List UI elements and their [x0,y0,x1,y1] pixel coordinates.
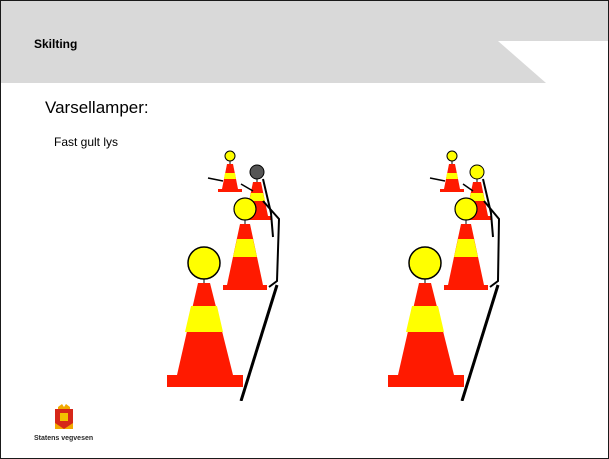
cone-large-right [388,277,464,387]
header-bar: Skilting [1,1,608,83]
lamp-off [250,165,264,179]
cone-small-back-right [440,159,464,192]
cone-group-right [388,151,499,401]
lamp-middle-right [455,198,477,220]
cone-large [167,277,243,387]
lamp-large [188,247,220,279]
cone-small-back [218,159,242,192]
lamp-small-back-right [447,151,457,161]
section-title: Skilting [34,37,77,51]
cone-group-left [167,151,279,401]
logo-text: Statens vegvesen [34,435,93,442]
lamp-on-right [470,165,484,179]
slide-heading: Varsellamper: [45,98,149,118]
lamp-large-right [409,247,441,279]
header-tab-shape [1,1,608,83]
lamp-small-back [225,151,235,161]
cone-middle [223,219,267,290]
cone-illustration [1,141,608,401]
lamp-middle [234,198,256,220]
cone-middle-right [444,219,488,290]
